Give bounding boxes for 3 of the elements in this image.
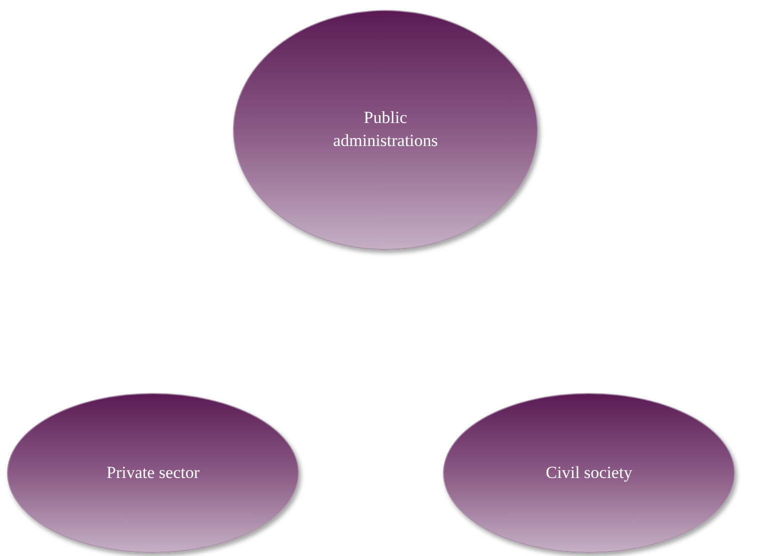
- ellipse-node: Private sector: [7, 393, 299, 553]
- ellipse-node: Civil society: [443, 393, 735, 553]
- ellipse-node: Public administrations: [233, 10, 538, 250]
